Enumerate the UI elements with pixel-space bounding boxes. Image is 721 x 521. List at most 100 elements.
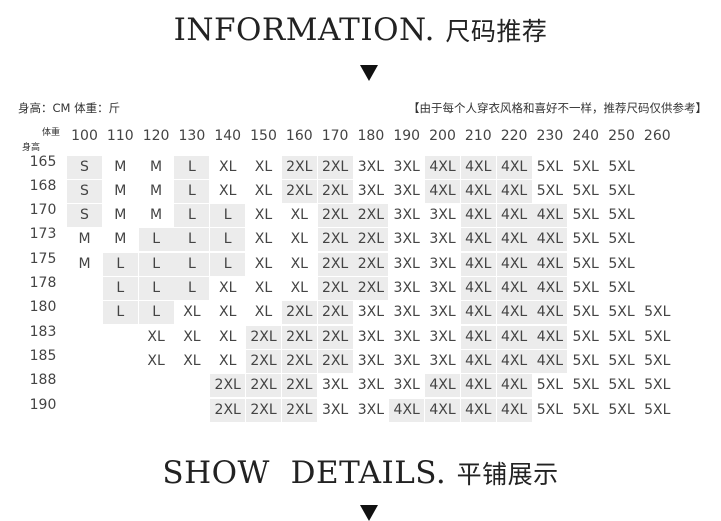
size-cell: XL <box>254 280 273 296</box>
size-cell: XL <box>290 280 308 296</box>
size-cell: M <box>114 231 127 248</box>
size-cell: XL <box>218 352 237 369</box>
size-cell: 4XL <box>496 398 532 422</box>
size-cell: 5XL <box>572 207 599 224</box>
size-cell: 4XL <box>496 155 532 179</box>
size-cell: 5XL <box>572 377 599 394</box>
size-cell: 2XL <box>246 398 281 422</box>
size-cell: 5XL <box>608 182 635 199</box>
size-cell: 2XL <box>281 398 317 422</box>
size-cell: 3XL <box>429 207 456 224</box>
weight-header: 150 <box>250 128 277 144</box>
size-cell: 4XL <box>532 252 568 276</box>
size-cell: 5XL <box>644 352 671 369</box>
size-cell: S <box>67 155 102 179</box>
size-cell: 3XL <box>429 328 456 345</box>
height-label: 178 <box>29 275 57 291</box>
size-cell: 2XL <box>353 228 389 252</box>
weight-header: 140 <box>214 128 242 144</box>
size-cell: 3XL <box>357 182 385 199</box>
size-cell: 5XL <box>572 255 599 272</box>
height-label: 173 <box>29 226 57 243</box>
size-cell: 5XL <box>572 401 599 418</box>
size-cell: 2XL <box>210 398 246 422</box>
size-cell: XL <box>218 182 237 199</box>
size-cell: 2XL <box>317 155 353 179</box>
size-cell: 5XL <box>644 328 671 345</box>
size-cell: 5XL <box>608 377 635 394</box>
size-cell: 5XL <box>536 401 564 418</box>
size-cell: 2XL <box>281 374 317 398</box>
size-cell: 2XL <box>317 204 353 228</box>
size-cell: 5XL <box>572 158 599 175</box>
size-cell: XL <box>290 231 308 248</box>
size-cell: XL <box>183 304 201 321</box>
size-cell: XL <box>218 304 237 321</box>
size-cell: 5XL <box>536 158 564 175</box>
size-cell: L <box>174 228 210 252</box>
size-cell: XL <box>183 352 201 369</box>
height-label: 175 <box>29 250 57 267</box>
size-cell: 3XL <box>357 328 385 345</box>
size-cell: 3XL <box>393 304 420 321</box>
size-cell: L <box>102 301 138 325</box>
size-cell: 5XL <box>572 280 599 296</box>
title-en: SHOW DETAILS. <box>162 455 447 491</box>
weight-header: 220 <box>500 128 528 144</box>
size-cell: 4XL <box>460 204 496 228</box>
size-cell: 3XL <box>321 377 349 394</box>
size-cell: 5XL <box>608 401 635 418</box>
size-cell: 2XL <box>281 325 317 349</box>
size-cell: XL <box>254 255 273 272</box>
height-label: 188 <box>29 372 57 389</box>
size-cell: 3XL <box>429 255 456 272</box>
disclaimer: 【由于每个人穿衣风格和喜好不一样，推荐尺码仅供参考】 <box>408 101 707 115</box>
size-cell: 2XL <box>317 277 353 300</box>
size-cell: 5XL <box>608 231 635 248</box>
size-cell: 5XL <box>572 231 599 248</box>
size-cell: L <box>138 277 174 300</box>
size-cell: 3XL <box>357 401 385 418</box>
size-cell: XL <box>254 304 273 321</box>
size-cell: 3XL <box>321 401 349 418</box>
size-cell: S <box>67 179 102 203</box>
size-cell: 2XL <box>246 374 281 398</box>
size-cell: 4XL <box>460 301 496 325</box>
size-cell: XL <box>218 158 237 175</box>
size-cell: M <box>150 207 163 224</box>
size-cell: 5XL <box>572 328 599 345</box>
weight-header: 180 <box>357 128 385 144</box>
height-label: 180 <box>29 299 57 316</box>
size-cell: 5XL <box>644 377 671 394</box>
size-cell: 5XL <box>572 182 599 199</box>
size-cell: 4XL <box>425 179 460 203</box>
size-cell: M <box>150 158 163 175</box>
size-cell: M <box>78 255 91 272</box>
size-cell: 3XL <box>357 158 385 175</box>
height-label: 168 <box>29 177 57 194</box>
size-cell: M <box>78 231 91 248</box>
size-cell: 4XL <box>532 277 568 300</box>
section-title-information: INFORMATION. 尺码推荐 <box>0 12 721 48</box>
size-cell: 4XL <box>425 398 460 422</box>
size-cell: 4XL <box>496 325 532 349</box>
size-cell: 5XL <box>572 352 599 369</box>
section-title-details: SHOW DETAILS. 平铺展示 <box>0 455 721 491</box>
size-cell: 3XL <box>393 207 420 224</box>
size-cell: XL <box>254 182 273 199</box>
size-cell: XL <box>290 255 308 272</box>
size-cell: 2XL <box>281 301 317 325</box>
weight-header: 240 <box>572 128 600 144</box>
weight-header: 110 <box>106 128 134 144</box>
units-note: 身高：CM 体重：斤 <box>18 101 121 115</box>
size-cell: XL <box>254 158 273 175</box>
size-cell: 4XL <box>532 204 568 228</box>
size-cell: L <box>210 252 246 276</box>
size-cell: 5XL <box>608 328 635 345</box>
size-cell: 3XL <box>393 377 420 394</box>
size-cell: M <box>150 182 163 199</box>
weight-header: 260 <box>643 128 671 144</box>
size-cell: 5XL <box>608 207 635 224</box>
size-cell: 4XL <box>460 325 496 349</box>
size-cell: 2XL <box>246 325 281 349</box>
